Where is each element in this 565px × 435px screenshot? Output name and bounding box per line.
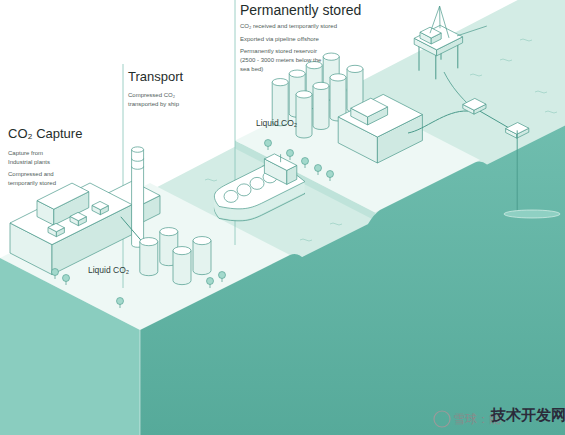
- reservoir: [504, 210, 560, 218]
- platform-leg: [435, 53, 436, 79]
- storage-tank: [347, 65, 363, 72]
- section-note: Compressed and temporarily stored: [8, 170, 72, 187]
- section-note: Permanently stored reservoir (2500 - 300…: [240, 47, 332, 73]
- tree: [287, 150, 294, 157]
- ground-front-face: [140, 126, 565, 435]
- ship-tank: [250, 177, 264, 189]
- ship-hull: [201, 163, 307, 217]
- tree: [207, 278, 214, 285]
- section-note: Capture from Industrial plants: [8, 149, 68, 166]
- storage-tank: [140, 242, 158, 276]
- section-divider: [123, 64, 124, 288]
- storage-tank: [140, 238, 158, 246]
- storage-tank: [173, 247, 191, 255]
- storage-tank: [173, 251, 191, 285]
- terminal-building: [351, 98, 388, 117]
- section-note: Compressed CO₂ transported by ship: [128, 91, 200, 108]
- ship-tank: [224, 190, 238, 202]
- tree: [315, 165, 322, 172]
- chimney-band: [132, 167, 144, 170]
- section-note: Exported via pipeline offshore: [240, 35, 368, 44]
- illustration-objects: [10, 6, 560, 308]
- platform-leg: [457, 42, 458, 68]
- platform-module: [420, 27, 441, 38]
- section-heading: CO₂ Capture: [8, 127, 90, 142]
- receiving-terminal: [265, 53, 423, 181]
- storage-tank: [193, 237, 211, 245]
- chimney: [132, 150, 144, 248]
- sea-wave: [520, 39, 532, 41]
- section-panel: Permanently storedCO₂ received and tempo…: [240, 2, 368, 74]
- ground-side-face: [0, 258, 140, 435]
- terminal-building: [338, 94, 422, 137]
- tree: [327, 171, 334, 178]
- platform-leg: [419, 45, 420, 71]
- subsea-template: [463, 98, 486, 110]
- tank-label: Liquid CO₂: [88, 265, 129, 275]
- pipeline: [408, 111, 468, 133]
- tank-label: Liquid CO₂: [256, 118, 297, 128]
- section-panel: CO₂ CaptureCapture from Industrial plant…: [8, 127, 90, 188]
- tree: [265, 140, 272, 147]
- sea-wave: [500, 59, 512, 61]
- riser: [444, 72, 470, 106]
- storage-tank: [296, 94, 312, 138]
- section-note: CO₂ received and temporarily stored: [240, 22, 368, 31]
- storage-tank: [193, 241, 211, 275]
- sea-wave: [330, 223, 342, 225]
- sea-wave: [545, 111, 557, 113]
- well-bore: [517, 130, 518, 212]
- ship-mast: [280, 154, 281, 162]
- pipeline: [480, 111, 512, 129]
- tree: [219, 272, 226, 279]
- sea-wave: [535, 91, 547, 93]
- factory-building: [37, 183, 89, 209]
- sea-wave: [470, 74, 482, 76]
- ship: [201, 154, 307, 228]
- roof-vent: [48, 223, 64, 231]
- factory-building: [10, 183, 132, 245]
- storage-tank: [160, 228, 178, 236]
- storage-tank: [313, 82, 329, 89]
- roof-vent: [70, 212, 86, 220]
- storage-tank: [330, 74, 346, 81]
- platform-deck: [414, 25, 462, 50]
- chimney: [132, 147, 144, 152]
- section-heading: Transport: [128, 70, 223, 85]
- chimney-band: [132, 159, 144, 162]
- storage-tank: [296, 91, 312, 98]
- sea-wave: [300, 239, 312, 241]
- derrick: [440, 6, 449, 38]
- watermark: 技术开发网: [491, 406, 565, 425]
- ship-hull: [201, 162, 307, 216]
- tree: [117, 298, 124, 305]
- capture-plant: [10, 147, 226, 308]
- tree: [63, 275, 70, 282]
- offshore: [408, 6, 560, 218]
- tree: [302, 158, 309, 165]
- ship-bridge: [264, 154, 296, 171]
- section-panel: TransportCompressed CO₂ transported by s…: [128, 70, 223, 108]
- storage-tank: [323, 53, 339, 60]
- storage-tank: [272, 79, 288, 86]
- sea-wave: [205, 179, 217, 181]
- tree: [52, 269, 59, 276]
- block-edge: [140, 330, 141, 435]
- derrick: [430, 6, 440, 33]
- section-heading: Permanently stored: [240, 2, 368, 18]
- ship-tank: [237, 184, 251, 196]
- roof-vent: [92, 201, 108, 209]
- watermark-logo: [434, 411, 450, 427]
- flare-boom: [457, 26, 487, 36]
- storage-tank: [313, 86, 329, 130]
- storage-tank: [289, 70, 305, 77]
